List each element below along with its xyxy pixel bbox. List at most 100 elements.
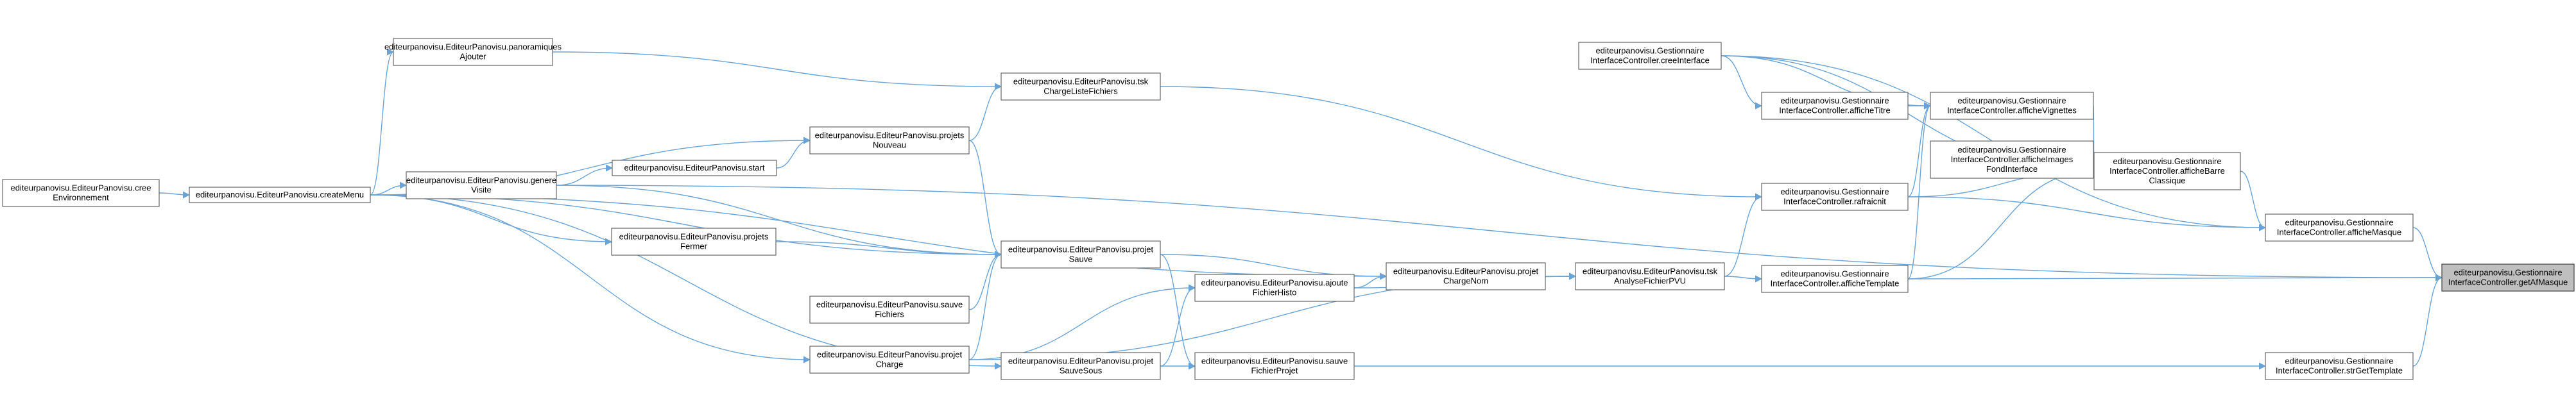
edge-afficheMasque-to-rafraicnit [1907,196,2267,231]
node-label-line: Charge [876,360,904,369]
graph-node-getAfMasque[interactable]: editeurpanovisu.GestionnaireInterfaceCon… [2441,263,2575,292]
graph-node-afficheBarre[interactable]: editeurpanovisu.GestionnaireInterfaceCon… [2093,152,2241,190]
edge-panoAjouter-to-createMenu [370,48,395,196]
node-box [2265,213,2414,242]
edge-start-to-genere [556,164,614,186]
graph-node-projetSauveSous[interactable]: editeurpanovisu.EditeurPanovisu.projetSa… [1000,352,1161,380]
edge-tskCharge-to-projetsNouveau [968,83,1002,141]
graph-node-tskCharge[interactable]: editeurpanovisu.EditeurPanovisu.tskCharg… [1000,72,1161,101]
node-label-line: editeurpanovisu.Gestionnaire [1957,96,2066,106]
edge-getAfMasque-to-afficheMasque [2412,227,2443,281]
node-label-line: Fermer [680,242,708,251]
edge-ajouteFichierHisto-to-projetSauveSous [1160,284,1196,367]
node-label-line: editeurpanovisu.EditeurPanovisu.panorami… [384,42,562,52]
graph-node-afficheTitre[interactable]: editeurpanovisu.GestionnaireInterfaceCon… [1761,92,1909,120]
node-label-line: editeurpanovisu.EditeurPanovisu.sauve [1201,356,1348,366]
edge-createMenu-to-cree [159,191,191,199]
edge-getAfMasque-to-afficheTemplate [1907,274,2443,281]
node-label-line: Classique [2149,176,2185,185]
node-label-line: InterfaceController.afficheBarre [2109,166,2225,176]
edge-projetChargeNom-to-createMenu [370,194,1387,280]
graph-node-projetsNouveau[interactable]: editeurpanovisu.EditeurPanovisu.projetsN… [809,126,970,155]
graph-node-afficheVignettes[interactable]: editeurpanovisu.GestionnaireInterfaceCon… [1930,92,2094,120]
edge-sauveFichierProjet-to-projetSauve [1160,254,1196,370]
node-label-line: InterfaceController.afficheMasque [2277,228,2401,237]
node-box [809,126,970,155]
node-label-line: editeurpanovisu.Gestionnaire [1957,145,2066,155]
node-box [406,171,557,199]
edge-genere-to-createMenu [370,181,408,196]
node-box [1578,42,1722,70]
node-box [1930,140,2094,179]
node-box [611,228,777,256]
graph-node-creeInterface[interactable]: editeurpanovisu.GestionnaireInterfaceCon… [1578,42,1722,70]
node-label-line: editeurpanovisu.Gestionnaire [1780,96,1889,106]
edge-afficheVignettes-to-afficheTemplate [1907,102,1932,280]
graph-node-rafraicnit[interactable]: editeurpanovisu.GestionnaireInterfaceCon… [1761,183,1909,211]
graph-node-createMenu[interactable]: editeurpanovisu.EditeurPanovisu.createMe… [189,187,371,203]
graph-node-panoAjouter[interactable]: editeurpanovisu.EditeurPanovisu.panorami… [384,38,562,66]
node-label-line: Sauve [1069,255,1093,264]
node-box [1761,183,1909,211]
graph-node-strGetTemplate[interactable]: editeurpanovisu.GestionnaireInterfaceCon… [2265,352,2414,380]
node-label-line: Fichiers [875,310,904,319]
graph-node-tskAnalyse[interactable]: editeurpanovisu.EditeurPanovisu.tskAnaly… [1575,262,1725,290]
graph-node-projetsFermer[interactable]: editeurpanovisu.EditeurPanovisu.projetsF… [611,228,777,256]
node-label-line: ChargeListeFichiers [1043,87,1118,96]
graph-node-afficheTemplate[interactable]: editeurpanovisu.GestionnaireInterfaceCon… [1761,265,1909,293]
node-box [1386,262,1546,290]
edge-afficheTemplate-to-tskAnalyse [1724,275,1763,283]
node-label-line: FondInterface [1986,164,2038,174]
graph-node-sauveFichierProjet[interactable]: editeurpanovisu.EditeurPanovisu.sauveFic… [1194,352,1355,380]
node-box [1194,274,1355,302]
node-label-line: InterfaceController.afficheImages [1951,155,2074,164]
node-box [809,346,970,374]
node-label-line: Nouveau [873,140,906,150]
edge-projetCharge-to-createMenu [370,194,811,364]
node-label-line: editeurpanovisu.EditeurPanovisu.projets [619,232,769,242]
graph-node-sauveFichiers[interactable]: editeurpanovisu.EditeurPanovisu.sauveFic… [809,296,970,324]
graph-node-genere[interactable]: editeurpanovisu.EditeurPanovisu.genereVi… [406,171,557,199]
node-label-line: AnalyseFichierPVU [1614,276,1686,286]
node-box [1575,262,1725,290]
edge-projetSauve-to-genere [556,185,1002,258]
node-label-line: editeurpanovisu.EditeurPanovisu.projet [1008,245,1154,255]
node-label-line: editeurpanovisu.EditeurPanovisu.projet [1008,356,1154,366]
edge-rafraicnit-to-tskCharge [1160,86,1763,201]
edge-afficheBarre-to-afficheTemplate [1907,167,2095,280]
graph-node-projetSauve[interactable]: editeurpanovisu.EditeurPanovisu.projetSa… [1000,240,1161,269]
node-box [1000,72,1161,101]
node-label-line: editeurpanovisu.EditeurPanovisu.createMe… [196,190,364,199]
edge-afficheTitre-to-creeInterface [1721,55,1763,110]
node-label-line: editeurpanovisu.EditeurPanovisu.start [624,163,765,172]
edge-getAfMasque-to-strGetTemplate [2412,274,2443,367]
graph-node-projetChargeNom[interactable]: editeurpanovisu.EditeurPanovisu.projetCh… [1386,262,1546,290]
node-box [2441,263,2575,292]
graph-node-ajouteFichierHisto[interactable]: editeurpanovisu.EditeurPanovisu.ajouteFi… [1194,274,1355,302]
node-label-line: editeurpanovisu.Gestionnaire [1780,269,1889,279]
node-label-line: FichierProjet [1251,366,1298,376]
node-label-line: editeurpanovisu.Gestionnaire [2285,218,2393,228]
node-box [1000,240,1161,269]
edge-projetsFermer-to-createMenu [370,194,613,246]
graph-node-afficheMasque[interactable]: editeurpanovisu.GestionnaireInterfaceCon… [2265,213,2414,242]
graph-node-afficheImagesFond[interactable]: editeurpanovisu.GestionnaireInterfaceCon… [1930,140,2094,179]
graph-node-start[interactable]: editeurpanovisu.EditeurPanovisu.start [612,160,777,176]
node-box [2093,152,2241,190]
node-box [1761,265,1909,293]
node-box [1761,92,1909,120]
node-box [809,296,970,324]
node-label-line: editeurpanovisu.EditeurPanovisu.projets [815,131,965,140]
node-label-line: editeurpanovisu.Gestionnaire [2453,268,2562,278]
node-label-line: editeurpanovisu.EditeurPanovisu.tsk [1013,77,1149,87]
edge-projetSauveSous-to-createMenu [370,194,1002,370]
edge-projetSauve-to-projetCharge [968,251,1002,360]
graph-node-projetCharge[interactable]: editeurpanovisu.EditeurPanovisu.projetCh… [809,346,970,374]
graph-node-cree[interactable]: editeurpanovisu.EditeurPanovisu.creeEnvi… [2,179,160,207]
node-label-line: editeurpanovisu.EditeurPanovisu.sauve [816,300,963,310]
edge-afficheVignettes-to-rafraicnit [1907,102,1932,197]
node-box [2,179,160,207]
node-label-line: InterfaceController.afficheTitre [1779,106,1890,115]
node-label-line: InterfaceController.getAfMasque [2448,278,2568,287]
node-box [1194,352,1355,380]
